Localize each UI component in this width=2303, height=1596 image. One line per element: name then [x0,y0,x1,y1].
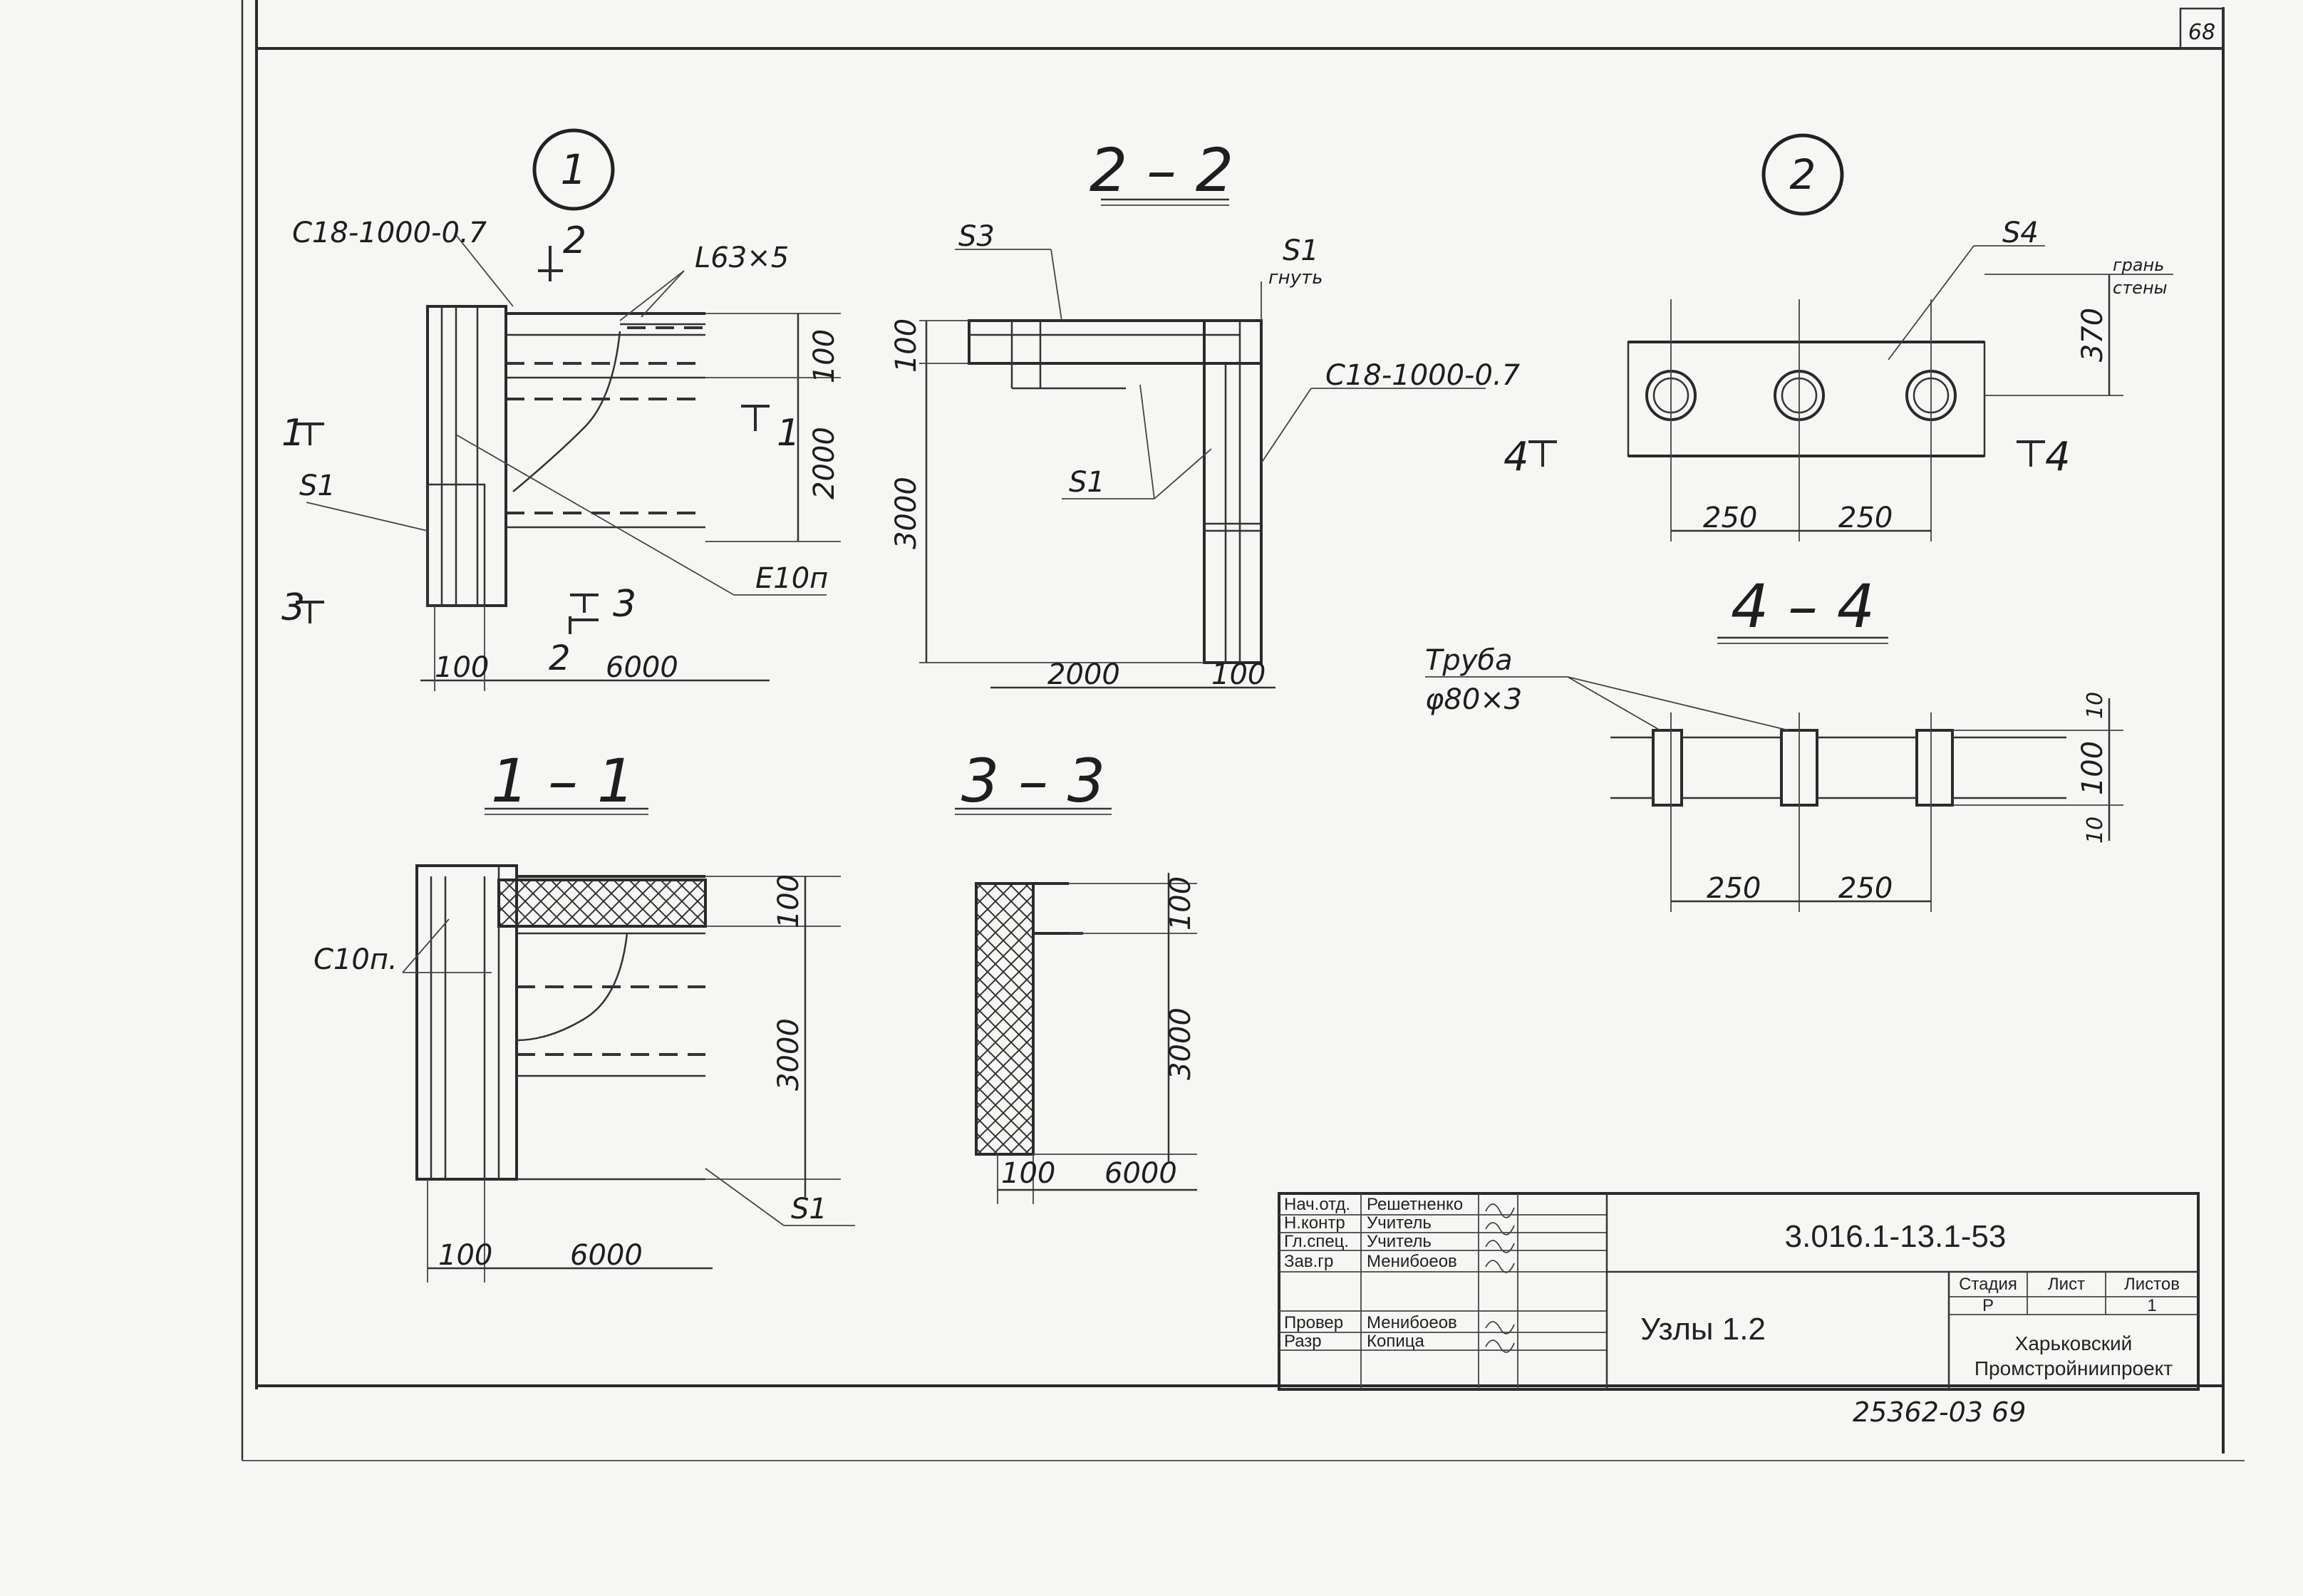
section44-label-pipe-2: φ80×3 [1425,683,1522,716]
stamp-row3-name: Учитель [1367,1232,1432,1251]
node2-label-s4: S4 [2002,217,2039,249]
node2-dim-250-b: 250 [1838,502,1893,534]
stamp-row6-role: Провер [1284,1313,1343,1332]
section44-dim-250-b: 250 [1838,872,1893,905]
section44-title: 4 – 4 [1731,571,1875,641]
section33-dim-100-top: 100 [1164,876,1197,931]
stamp-row2-role: Н.контр [1284,1213,1345,1233]
stamp-col-stage: Стадия [1959,1275,2017,1294]
section11-title: 1 – 1 [491,746,635,816]
node2-dim-370: 370 [2076,308,2109,362]
stamp-sheets-value: 1 [2147,1296,2156,1315]
stamp-col-sheets: Листов [2124,1275,2180,1294]
node2-dim-250-a: 250 [1703,502,1757,534]
stamp-row4-role: Зав.гр [1284,1252,1333,1271]
node2-drawing [1528,133,2173,542]
section22-title: 2 – 2 [1090,135,1233,205]
section44-dim-10-bottom: 10 [2083,817,2108,844]
node1-cut-1-right: 1 [777,412,800,455]
stamp-stage-value: Р [1982,1296,1994,1315]
node1-label-s1: S1 [299,470,336,502]
section33-dim-3000: 3000 [1164,1007,1197,1080]
archive-number: 25362-03 69 [1853,1396,2026,1428]
stamp-org-2: Промстройниипроект [1975,1357,2173,1379]
node1-dim-100: 100 [435,651,489,684]
node1-drawing [296,128,841,691]
sheet-number: 68 [2188,20,2215,45]
section44-dim-100: 100 [2076,741,2109,795]
signatures [1485,1203,1515,1353]
section22-dim-3000: 3000 [890,477,923,549]
section22-dim-100-left: 100 [890,318,923,373]
node2-cut-4-right: 4 [2045,434,2071,480]
section11-label-s1: S1 [791,1193,827,1226]
section11-drawing [402,807,855,1282]
node1-cut-2-bottom: 2 [549,638,571,678]
section33-dim-6000: 6000 [1104,1157,1177,1190]
node1-dim-6000: 6000 [606,651,678,684]
stamp-row1-name: Решетненко [1367,1195,1463,1214]
section11-dim-6000: 6000 [570,1239,643,1272]
stamp-document-code: 3.016.1-13.1-53 [1785,1219,2007,1254]
node2-label-wall-edge-2: стены [2113,278,2168,298]
stamp-row7-name: Копица [1367,1332,1424,1351]
section11-label-c10: С10п. [314,943,398,976]
node2-marker: 2 [1790,150,1816,199]
section22-label-bent: гнуть [1268,267,1323,289]
stamp-row3-role: Гл.спец. [1284,1232,1349,1251]
node2-cut-4-left: 4 [1504,434,1529,480]
node1-label-channel: E10п [755,562,828,595]
section44-dim-10-top: 10 [2083,692,2108,719]
stamp-sheet-title: Узлы 1.2 [1640,1312,1766,1347]
section22-dim-2000: 2000 [1047,658,1120,691]
stamp-row6-name: Менибоеов [1367,1313,1457,1332]
node1-marker-circle [532,128,615,211]
section22-label-s1-bent: S1 [1283,234,1319,267]
section22-dim-100-bottom: 100 [1211,658,1266,691]
stamp-row4-name: Менибоеов [1367,1252,1457,1271]
section33-drawing [955,807,1197,1204]
node1-label-angle: L63×5 [695,242,789,274]
section11-insulation [497,879,707,928]
section11-dim-100-top: 100 [772,874,805,928]
section22-drawing [919,198,1486,689]
title-block [1278,1192,2200,1391]
node1-dim-2000: 2000 [808,427,841,499]
node1-dim-100-top: 100 [808,329,841,383]
node2-label-wall-edge-1: грань [2113,255,2164,275]
section22-label-s1: S1 [1069,466,1105,499]
stamp-row7-role: Разр [1284,1332,1322,1351]
section33-dim-100: 100 [1001,1157,1055,1190]
node1-cut-1-left: 1 [281,412,305,455]
stamp-row1-role: Нач.отд. [1284,1195,1350,1214]
node2-marker-circle [1761,133,1844,216]
section33-title: 3 – 3 [961,746,1105,816]
section44-label-pipe-1: Труба [1425,644,1513,677]
sheet-frame [241,0,2245,1461]
section44-dim-250-a: 250 [1707,872,1761,905]
node1-cut-2: 2 [563,219,586,262]
section11-dim-3000: 3000 [772,1018,805,1091]
node1-marker: 1 [561,145,587,194]
node1-cut-3-left: 3 [281,586,305,629]
section22-label-s3: S3 [958,220,995,253]
stamp-row2-name: Учитель [1367,1213,1432,1233]
section33-insulation [975,882,1035,1156]
section44-drawing [1425,636,2123,912]
section22-label-c18: С18-1000-0.7 [1325,359,1521,392]
section11-dim-100: 100 [438,1239,492,1272]
node1-cut-3-right: 3 [613,583,636,626]
node1-label-c18: С18-1000-0.7 [292,217,487,249]
stamp-org-1: Харьковский [2015,1332,2133,1354]
stamp-col-sheet: Лист [2048,1275,2085,1294]
